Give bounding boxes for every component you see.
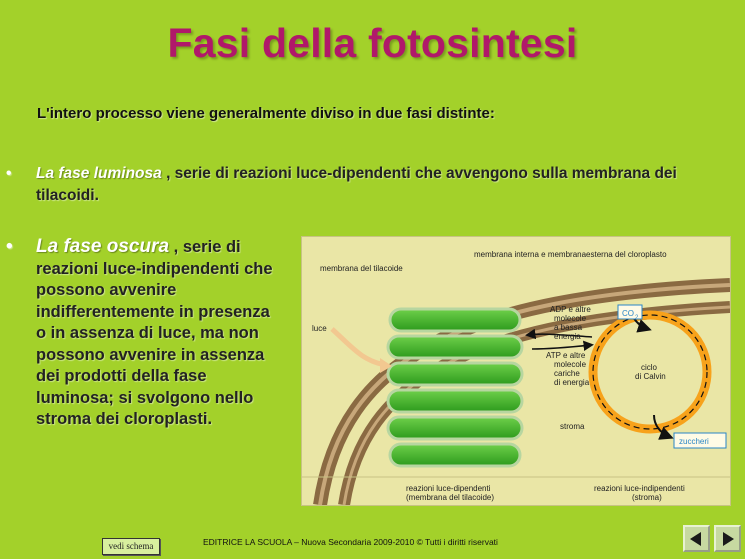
label-thylakoid-membrane: membrana del tilacoide: [320, 264, 403, 273]
label-adp-line1: ADP e altre: [550, 305, 591, 314]
chloroplast-diagram: membrana interna e membranaesterna del c…: [301, 236, 731, 506]
bullet-dark-phase: • La fase oscura , serie di reazioni luc…: [6, 236, 276, 431]
label-co2-subscript: 2: [635, 315, 639, 321]
bullet-light-phase: • La fase luminosa , serie di reazioni l…: [6, 163, 726, 207]
label-atp-line2: molecole: [554, 360, 587, 369]
bullet-marker: •: [6, 165, 12, 182]
adp-arrow: [525, 328, 593, 340]
thylakoid-stack: [386, 307, 524, 468]
label-calvin-line1: ciclo: [641, 363, 658, 372]
label-adp-line3: a bassa: [554, 323, 583, 332]
caption-stroma: (stroma): [632, 493, 662, 502]
sugars-arrow: [653, 414, 674, 440]
label-outer-membrane: membrana interna e membranaesterna del c…: [474, 250, 667, 259]
caption-light-dependent: reazioni luce-dipendenti: [406, 484, 491, 493]
label-calvin-line2: di Calvin: [635, 372, 666, 381]
label-atp-line3: cariche: [554, 369, 580, 378]
light-phase-description: , serie di reazioni luce-dipendenti che …: [36, 165, 677, 204]
light-arrow: [330, 327, 387, 368]
co2-box: [617, 304, 643, 320]
label-atp-line4: di energia: [554, 378, 590, 387]
label-adp-line2: molecole: [554, 314, 587, 323]
label-adp-line4: energia: [554, 332, 581, 341]
footer-credit: EDITRICE LA SCUOLA – Nuova Secondaria 20…: [203, 537, 498, 547]
page-title: Fasi della fotosintesi: [167, 20, 578, 66]
bullet-marker: •: [6, 236, 13, 257]
label-stroma: stroma: [560, 422, 585, 431]
label-light: luce: [312, 324, 327, 333]
intro-text: L'intero processo viene generalmente div…: [37, 105, 495, 122]
previous-slide-button[interactable]: [683, 525, 710, 552]
next-slide-button[interactable]: [714, 525, 741, 552]
dark-phase-term: La fase oscura: [36, 236, 170, 257]
label-co2: CO: [622, 309, 634, 318]
light-phase-term: La fase luminosa: [36, 165, 162, 182]
caption-light-independent: reazioni luce-indipendenti: [594, 484, 685, 493]
dark-phase-description: , serie di reazioni luce-indipendenti ch…: [36, 238, 273, 428]
chloroplast-illustration: membrana interna e membranaesterna del c…: [302, 250, 730, 505]
label-sugars: zuccheri: [679, 437, 709, 446]
sugars-box: [673, 432, 727, 449]
label-atp-line1: ATP e altre: [546, 351, 586, 360]
view-schema-button[interactable]: vedi schema: [102, 538, 160, 555]
arrow-left-icon: [690, 532, 701, 546]
caption-thylakoid-membrane: (membrana del tilacoide): [406, 493, 494, 502]
atp-arrow: [531, 340, 594, 352]
arrow-right-icon: [723, 532, 734, 546]
